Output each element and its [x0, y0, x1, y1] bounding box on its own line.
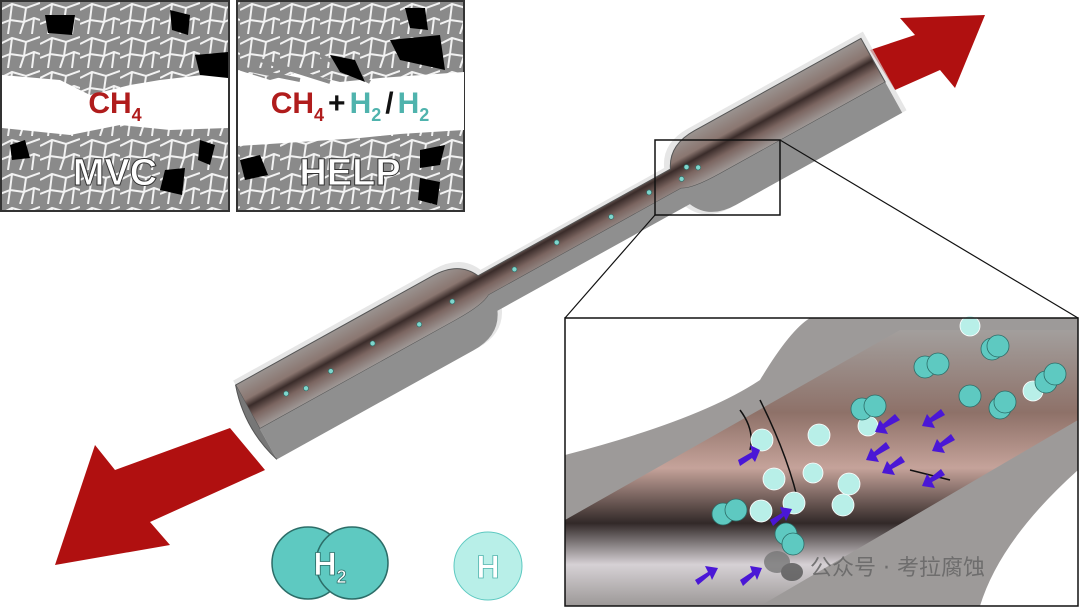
mvc-panel: CH4 MVC — [0, 0, 230, 212]
tensile-specimen — [233, 31, 907, 460]
h-atom-legend: H — [453, 531, 523, 601]
zoom-region-box — [654, 139, 781, 216]
load-arrow-bottom-left — [55, 428, 265, 565]
h-atom-label: H — [476, 549, 499, 585]
inset-magnified-view: 公众号 · 考拉腐蚀 — [564, 315, 1079, 607]
help-gas-label: CH4+H2/H2 — [271, 87, 430, 125]
watermark: 公众号 · 考拉腐蚀 — [810, 556, 985, 581]
diffusion-arrows — [695, 409, 955, 586]
mvc-label: MVC — [73, 152, 157, 194]
h2-molecule-legend: H2 — [271, 526, 389, 600]
crack-gap — [2, 72, 228, 135]
help-label: HELP — [299, 152, 400, 194]
h2-molecules — [711, 334, 1067, 556]
crack-gap — [238, 70, 464, 146]
wechat-icon — [764, 551, 803, 581]
ch4-label: CH4 — [88, 87, 141, 125]
load-arrow-top-right — [870, 15, 985, 90]
h2-molecule-label: H2 — [313, 546, 346, 587]
help-panel: CH4+H2/H2 HELP — [236, 0, 465, 212]
